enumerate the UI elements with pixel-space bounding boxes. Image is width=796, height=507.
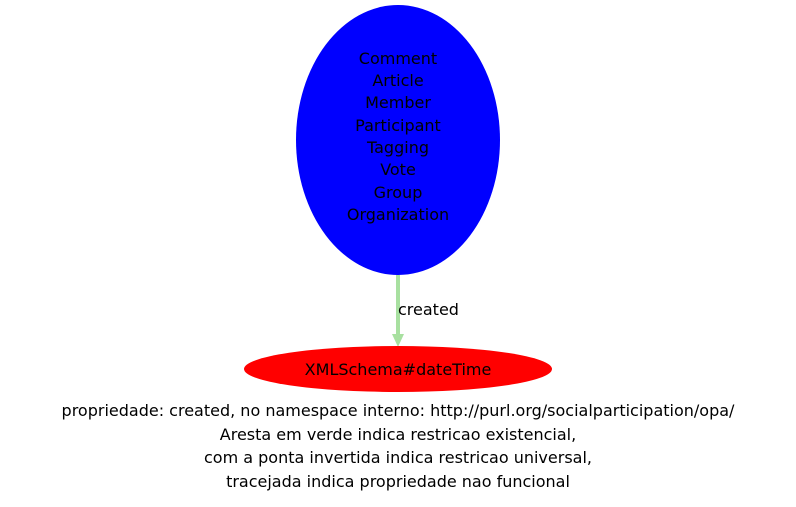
caption-line: tracejada indica propriedade nao funcion… <box>226 471 570 491</box>
source-node-label: Participant <box>355 116 441 135</box>
source-node-label: Vote <box>380 160 416 179</box>
source-node-label: Comment <box>359 49 437 68</box>
source-node-ellipse <box>296 5 500 275</box>
edge-label: created <box>398 300 459 319</box>
target-node-label: XMLSchema#dateTime <box>305 360 492 379</box>
target-node[interactable]: XMLSchema#dateTime <box>244 346 552 392</box>
source-node[interactable]: Comment Article Member Participant Taggi… <box>296 5 500 275</box>
caption-line: propriedade: created, no namespace inter… <box>61 401 735 420</box>
source-node-label: Organization <box>347 205 449 224</box>
caption-line: com a ponta invertida indica restricao u… <box>204 448 592 467</box>
source-node-label: Tagging <box>366 138 429 157</box>
caption: propriedade: created, no namespace inter… <box>0 399 796 493</box>
source-node-label: Group <box>374 183 423 202</box>
caption-line: Aresta em verde indica restricao existen… <box>219 424 577 444</box>
source-node-labels: Comment Article Member Participant Taggi… <box>347 49 449 224</box>
target-node-labels: XMLSchema#dateTime <box>305 360 492 379</box>
edge-arrowhead <box>392 334 404 347</box>
target-node-ellipse <box>244 346 552 392</box>
property-edge[interactable]: created <box>392 275 459 347</box>
source-node-label: Article <box>372 71 423 90</box>
source-node-label: Member <box>365 93 431 112</box>
